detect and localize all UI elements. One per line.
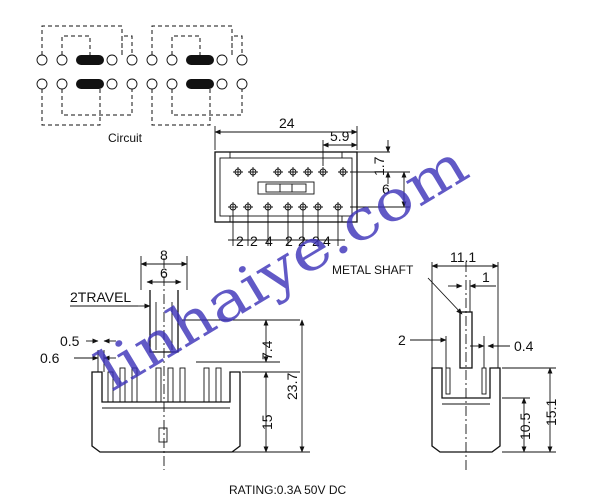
dim-5-9: 5.9 <box>330 128 350 144</box>
slider-window <box>257 181 315 195</box>
top-pin-row <box>233 167 348 177</box>
dim-1: 1 <box>482 269 490 285</box>
dim-10-5: 10.5 <box>517 413 533 440</box>
dim-11-1: 11.1 <box>450 249 476 265</box>
actuator <box>149 290 179 353</box>
pitch-5: 2 <box>298 233 306 249</box>
pitch-4: 2 <box>285 233 293 249</box>
dim-8: 8 <box>160 247 168 263</box>
dim-0-6: 0.6 <box>40 350 60 366</box>
pitch-2: 2 <box>250 233 258 249</box>
dim-6-row: 6 <box>382 181 390 197</box>
circuit-left-group <box>36 25 138 126</box>
dim-1-7: 1.7 <box>371 156 387 176</box>
dim-23-7: 23.7 <box>284 373 300 400</box>
dim-7-4: 7.4 <box>259 340 275 360</box>
front-view: 8 6 2TRAVEL 0.5 0.6 <box>40 247 310 470</box>
pitch-6: 2 <box>312 233 320 249</box>
dim-15: 15 <box>259 414 275 430</box>
metal-shaft-label: METAL SHAFT <box>332 263 414 277</box>
circuit-label: Circuit <box>108 131 143 145</box>
dim-6-front: 6 <box>160 265 168 281</box>
travel-label: 2TRAVEL <box>70 289 131 305</box>
side-view: 11.1 1 METAL SHAFT 2 0.4 10.5 15.1 <box>332 249 559 470</box>
side-body <box>431 367 501 453</box>
front-body <box>91 371 241 453</box>
dim-0-5: 0.5 <box>60 333 80 349</box>
circuit-right-group <box>146 25 248 126</box>
dim-15-1: 15.1 <box>543 399 559 426</box>
circuit-diagram: Circuit <box>36 25 248 145</box>
metal-shaft <box>459 311 473 369</box>
top-view-body <box>214 151 358 223</box>
dim-2: 2 <box>398 332 406 348</box>
rating-text: RATING:0.3A 50V DC <box>229 483 346 497</box>
top-view: 24 5.9 1.7 6 2 2 4 2 2 2 4 <box>214 115 410 249</box>
dim-0-4: 0.4 <box>514 338 534 354</box>
watermark: linhaiye.com <box>86 132 479 404</box>
dim-24: 24 <box>279 115 295 131</box>
bottom-pin-row <box>228 202 343 212</box>
pitch-3: 4 <box>265 233 273 249</box>
pitch-1: 2 <box>236 233 244 249</box>
pitch-7: 4 <box>323 233 331 249</box>
